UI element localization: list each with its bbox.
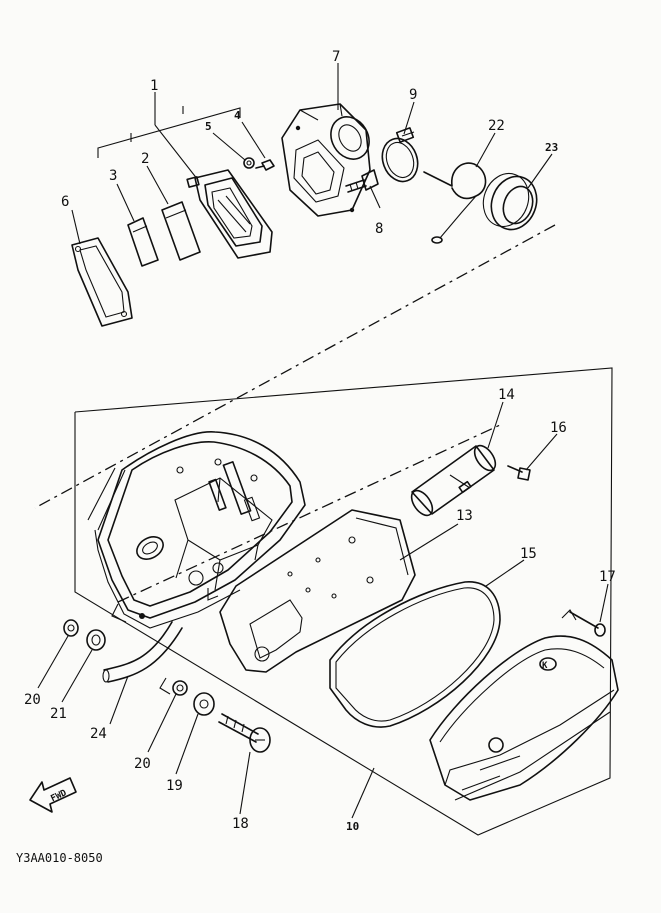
- bolt: [345, 169, 379, 193]
- callout-24: 24: [90, 726, 107, 742]
- callout-5: 5: [205, 120, 212, 133]
- callout-3: 3: [109, 168, 117, 184]
- drawing-code: Y3AA010-8050: [16, 851, 103, 865]
- callout-9: 9: [409, 87, 417, 103]
- leader-lines: [37, 63, 609, 819]
- rubber-collar: [482, 172, 538, 231]
- callout-20-upper: 20: [24, 692, 41, 708]
- callout-22: 22: [488, 118, 505, 134]
- callout-8: 8: [375, 221, 383, 237]
- callout-21: 21: [50, 706, 67, 722]
- callout-18: 18: [232, 816, 249, 832]
- forward-direction-arrow: FWD: [29, 777, 77, 813]
- carburetor-joint: [281, 103, 371, 217]
- reed-petal: [127, 217, 159, 267]
- callout-15: 15: [520, 546, 537, 562]
- small-parts: [63, 619, 271, 753]
- callout-4: 4: [234, 109, 241, 122]
- assembly-outline: [34, 224, 613, 836]
- callout-20-lower: 20: [134, 756, 151, 772]
- screw: [507, 465, 531, 481]
- washer: [243, 157, 255, 169]
- callout-14: 14: [498, 387, 515, 403]
- wire-spring: [423, 162, 487, 244]
- reed-valve-body: [186, 169, 273, 259]
- fwd-label: FWD: [49, 788, 68, 804]
- reed-stopper: [161, 201, 201, 261]
- callout-23: 23: [545, 141, 558, 154]
- screw: [255, 159, 275, 171]
- callout-1: 1: [150, 78, 158, 94]
- gasket: [71, 237, 133, 327]
- callout-6: 6: [61, 194, 69, 210]
- svg-text:K: K: [542, 661, 548, 671]
- callout-16: 16: [550, 420, 567, 436]
- air-cleaner-case: [87, 431, 306, 629]
- part-number-callouts: 1 2 3 4 5 6 7 8 9 10 13 14 15 16 17 18 1…: [24, 49, 616, 833]
- hose-clamp: [381, 127, 419, 183]
- callout-7: 7: [332, 49, 340, 65]
- filter-base-plate: [219, 509, 416, 673]
- intake-duct: [410, 444, 497, 517]
- callout-2: 2: [141, 151, 149, 167]
- cover-gasket: [329, 581, 501, 728]
- callout-13: 13: [456, 508, 473, 524]
- callout-10: 10: [346, 820, 359, 833]
- callout-19: 19: [166, 778, 183, 794]
- air-cleaner-cover: K: [429, 635, 619, 801]
- reed-valve-group: [71, 92, 275, 327]
- callout-17: 17: [599, 569, 616, 585]
- screw: [561, 609, 606, 637]
